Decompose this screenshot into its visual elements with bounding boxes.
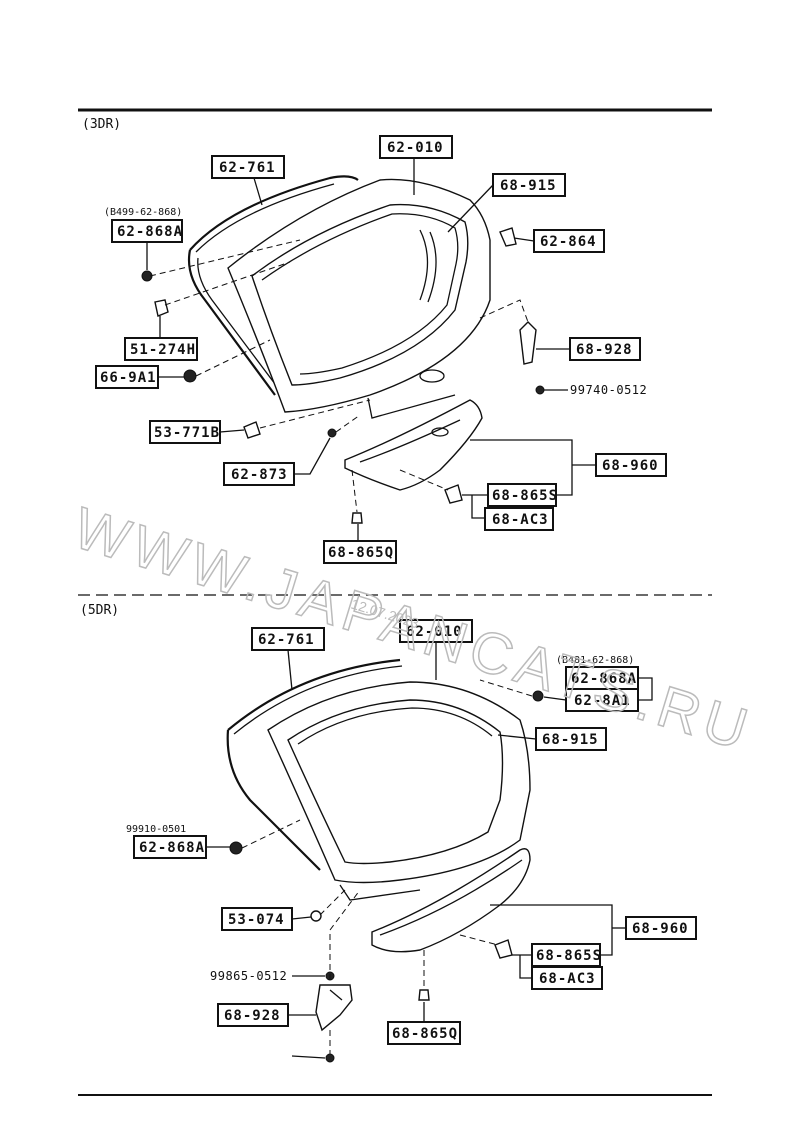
part-number: 68-915	[500, 178, 557, 194]
bracket-line	[470, 439, 573, 496]
leader-line	[294, 437, 331, 475]
part-label-3dr-62-010	[379, 135, 453, 159]
part-number: 68-928	[224, 1008, 281, 1024]
part-label-5dr-68-AC3	[531, 966, 603, 990]
part-label-5dr-68-960	[625, 916, 697, 940]
part-number: 62-873	[231, 467, 288, 483]
supersession-note: (B499-62-868)	[104, 207, 182, 218]
leader-line	[291, 1055, 326, 1059]
leader-line	[219, 429, 245, 433]
leader-line	[287, 649, 293, 691]
part-number: 53-074	[228, 912, 285, 928]
part-number: 62-868A	[139, 840, 205, 856]
leader-line	[497, 734, 537, 740]
supersession-note: 99910-0501	[126, 824, 186, 835]
part-number: 68-915	[542, 732, 599, 748]
liftgate-5dr-drawing	[226, 658, 544, 1063]
part-number: 51-274H	[130, 342, 196, 358]
part-number: 62-761	[258, 632, 315, 648]
part-number: 62-8A1	[574, 693, 631, 709]
supersession-note: (B481-62-868)	[556, 655, 634, 666]
liftgate-3dr-drawing	[141, 175, 545, 524]
part-number: 68-865Q	[392, 1026, 458, 1042]
bracket-line	[490, 904, 613, 956]
part-number: 68-865S	[492, 488, 558, 504]
leader-line	[291, 916, 312, 920]
part-number: 68-865Q	[328, 545, 394, 561]
leader-line	[253, 177, 263, 206]
leader-line	[513, 237, 535, 242]
leader-line	[447, 184, 494, 233]
bracket-line	[638, 677, 653, 701]
section-label-3dr: (3DR)	[82, 117, 121, 132]
part-number: 68-960	[632, 921, 689, 937]
part-label-3dr-51-274H	[124, 337, 198, 361]
part-number: 68-AC3	[539, 971, 596, 987]
part-number: 68-928	[576, 342, 633, 358]
part-number: 68-AC3	[492, 512, 549, 528]
bracket-line	[519, 955, 532, 979]
part-number: 62-868A	[117, 224, 183, 240]
part-number: 68-865S	[536, 948, 602, 964]
part-label-3dr-68-AC3	[484, 507, 554, 531]
part-number: 68-960	[602, 458, 659, 474]
part-number: 62-864	[540, 234, 597, 250]
part-number: 62-010	[406, 624, 463, 640]
part-number: 62-010	[387, 140, 444, 156]
leader-line	[543, 696, 567, 701]
bracket-line	[471, 495, 485, 519]
part-number: 53-771B	[154, 425, 220, 441]
part-number: 62-761	[219, 160, 276, 176]
part-number: 66-9A1	[100, 370, 157, 386]
section-label-5dr: (5DR)	[80, 603, 119, 618]
part-number: 62-868A	[571, 671, 637, 687]
bolt-part-number: 99865-0512	[210, 969, 287, 983]
part-label-3dr-68-865Q	[323, 540, 397, 564]
bolt-part-number: 99740-0512	[570, 383, 647, 397]
part-label-3dr-62-761	[211, 155, 285, 179]
part-label-3dr-68-960	[595, 453, 667, 477]
